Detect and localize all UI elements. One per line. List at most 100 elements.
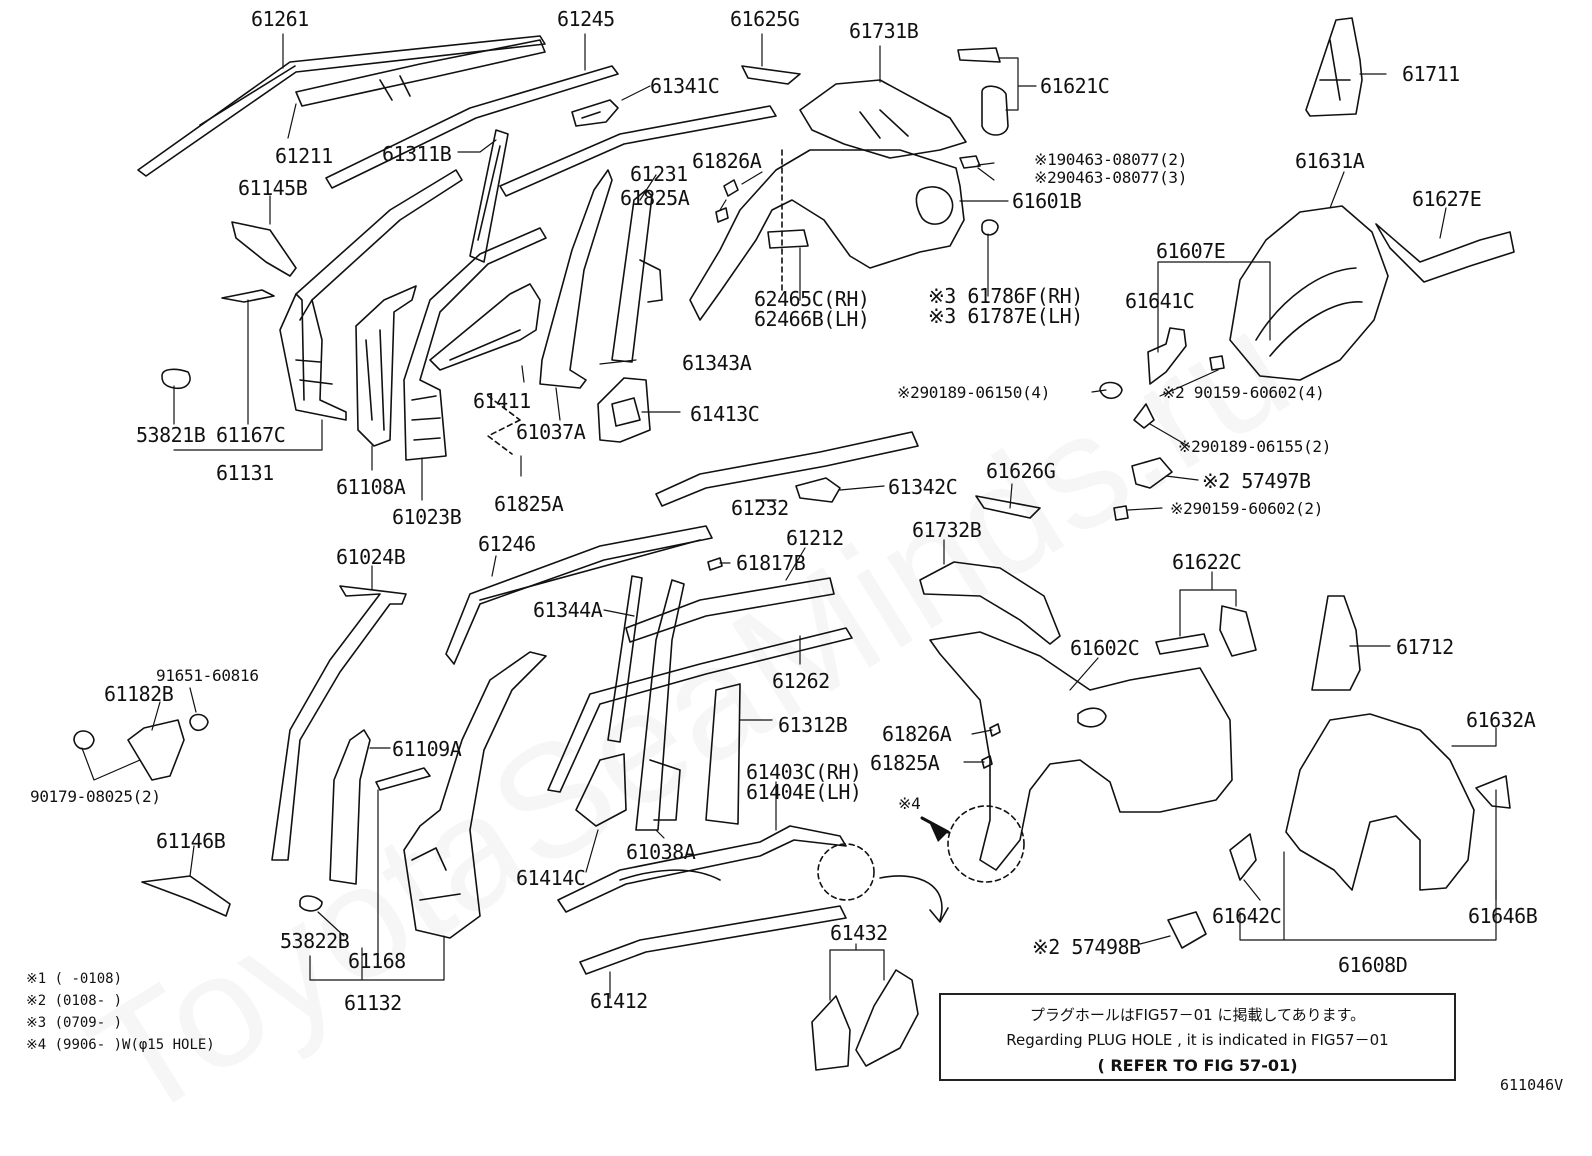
label-61246[interactable]: 61246 [478, 532, 536, 556]
part-61711[interactable] [1305, 17, 1363, 117]
part-61132-pillar[interactable] [403, 651, 547, 939]
label-61413C[interactable]: 61413C [690, 402, 760, 426]
label-61621C[interactable]: 61621C [1040, 74, 1110, 98]
reference-link[interactable]: ( REFER TO FIG 57-01) [1097, 1056, 1298, 1075]
label-61601B[interactable]: 61601B [1012, 189, 1082, 213]
part-61625G[interactable] [741, 65, 801, 85]
label-61711[interactable]: 61711 [1402, 62, 1460, 86]
part-61626G[interactable] [975, 495, 1041, 519]
part-61262-rail[interactable] [547, 627, 853, 793]
part-61712[interactable] [1311, 595, 1361, 691]
label-61627E[interactable]: 61627E [1412, 187, 1482, 211]
part-61023B-pillar[interactable] [403, 227, 547, 461]
label-61182B[interactable]: 61182B [104, 682, 174, 706]
label-62465C[interactable]: 62465C(RH) [754, 287, 870, 311]
label-61646B[interactable]: 61646B [1468, 904, 1538, 928]
label-61602C[interactable]: 61602C [1070, 636, 1140, 660]
label-61826A-low[interactable]: 61826A [882, 722, 952, 746]
label-61732B[interactable]: 61732B [912, 518, 982, 542]
label-61432[interactable]: 61432 [830, 921, 888, 945]
label-61037A[interactable]: 61037A [516, 420, 586, 444]
part-61246-rail[interactable] [445, 525, 713, 665]
part-61261-roof-rail[interactable] [137, 35, 546, 177]
part-61826A-top[interactable] [723, 179, 739, 197]
label-61023B[interactable]: 61023B [392, 505, 462, 529]
label-61414C[interactable]: 61414C [516, 866, 586, 890]
label-290189-06155[interactable]: ※290189-06155(2) [1178, 437, 1332, 456]
label-53821B[interactable]: 53821B [136, 423, 206, 447]
part-61232-rail[interactable] [655, 431, 919, 507]
label-61341C[interactable]: 61341C [650, 74, 720, 98]
label-61108A[interactable]: 61108A [336, 475, 406, 499]
part-61403C-rocker[interactable] [557, 825, 847, 913]
part-61646B[interactable] [1475, 775, 1511, 809]
label-61825A-top[interactable]: 61825A [620, 186, 690, 210]
part-61343A-pillar[interactable] [611, 189, 663, 363]
label-61786F[interactable]: ※3 61786F(RH) [928, 284, 1083, 308]
label-61641C[interactable]: 61641C [1125, 289, 1195, 313]
part-clip-290189-06150[interactable] [1099, 381, 1123, 400]
label-61344A[interactable]: 61344A [533, 598, 603, 622]
part-61632A-wheelhouse[interactable] [1285, 713, 1475, 891]
label-61146B[interactable]: 61146B [156, 829, 226, 853]
label-190463-08077[interactable]: ※190463-08077(2) [1034, 150, 1188, 169]
part-61413C[interactable] [597, 377, 651, 443]
label-61343A[interactable]: 61343A [682, 351, 752, 375]
label-61038A[interactable]: 61038A [626, 840, 696, 864]
part-61642C-bracket[interactable] [1229, 833, 1257, 881]
part-plug-small[interactable] [959, 155, 981, 169]
label-61131[interactable]: 61131 [216, 461, 274, 485]
label-61631A[interactable]: 61631A [1295, 149, 1365, 173]
label-53822B[interactable]: 53822B [280, 929, 350, 953]
part-61826A-low[interactable] [989, 723, 1001, 737]
label-61632A[interactable]: 61632A [1466, 708, 1536, 732]
part-61786F[interactable] [981, 219, 999, 236]
part-61182B-bracket[interactable] [73, 713, 209, 781]
part-61211-rail[interactable] [295, 39, 546, 107]
label-61132[interactable]: 61132 [344, 991, 402, 1015]
part-61602C-quarter-panel[interactable] [929, 631, 1233, 871]
label-61731B[interactable]: 61731B [849, 19, 919, 43]
label-61825A-mid[interactable]: 61825A [494, 492, 564, 516]
label-290189-06150[interactable]: ※290189-06150(4) [897, 383, 1051, 402]
part-61601B-quarter-panel[interactable] [689, 149, 965, 321]
part-clip-290189-06155[interactable] [1133, 403, 1155, 429]
label-61642C[interactable]: 61642C [1212, 904, 1282, 928]
label-57498B[interactable]: ※2 57498B [1032, 935, 1141, 959]
part-61344A-pillar[interactable] [607, 575, 643, 743]
part-61037A-pillar[interactable] [539, 169, 613, 389]
label-61261[interactable]: 61261 [251, 7, 309, 31]
part-57497B[interactable] [1131, 457, 1173, 489]
part-61825A-top[interactable] [715, 207, 729, 223]
part-61245-rail[interactable] [325, 65, 619, 189]
label-61232[interactable]: 61232 [731, 496, 789, 520]
label-61024B[interactable]: 61024B [336, 545, 406, 569]
part-61231-roof-side[interactable] [499, 105, 777, 197]
part-61817B[interactable] [707, 557, 723, 571]
label-61245[interactable]: 61245 [557, 7, 615, 31]
part-bolt-290159[interactable] [1113, 505, 1129, 521]
label-61168[interactable]: 61168 [348, 949, 406, 973]
label-61608D[interactable]: 61608D [1338, 953, 1408, 977]
part-61414C[interactable] [575, 753, 627, 827]
part-bolt-90159[interactable] [1209, 355, 1225, 371]
part-61825A-low[interactable] [981, 755, 993, 769]
label-61712[interactable]: 61712 [1396, 635, 1454, 659]
part-61212-rail[interactable] [625, 577, 835, 643]
label-61262[interactable]: 61262 [772, 669, 830, 693]
part-61038A-pillar[interactable] [635, 579, 685, 831]
label-61825A-low[interactable]: 61825A [870, 751, 940, 775]
label-61109A[interactable]: 61109A [392, 737, 462, 761]
part-61342C[interactable] [795, 477, 841, 503]
part-61024B-pillar[interactable] [271, 585, 407, 861]
part-61167C[interactable] [221, 289, 275, 303]
label-61817B[interactable]: 61817B [736, 551, 806, 575]
label-61231[interactable]: 61231 [630, 162, 688, 186]
label-91651-60816[interactable]: 91651-60816 [156, 666, 259, 685]
label-61403C[interactable]: 61403C(RH) [746, 760, 862, 784]
label-61625G[interactable]: 61625G [730, 7, 800, 31]
part-61146B[interactable] [141, 875, 231, 917]
label-62466B[interactable]: 62466B(LH) [754, 307, 870, 331]
label-61212[interactable]: 61212 [786, 526, 844, 550]
label-61787E[interactable]: ※3 61787E(LH) [928, 304, 1083, 328]
